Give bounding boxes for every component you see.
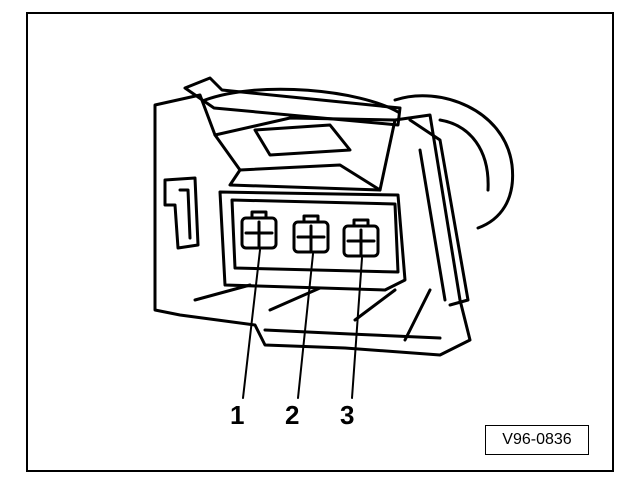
leader-line-3 xyxy=(351,257,363,399)
housing-top-face xyxy=(213,118,397,192)
pin-terminal-2 xyxy=(292,214,330,254)
pin-label-2: 2 xyxy=(285,400,300,430)
right-wall-inner xyxy=(418,148,447,302)
pin-label-3: 3 xyxy=(340,400,355,430)
socket-recess xyxy=(218,190,407,292)
top-clip-curve xyxy=(203,87,400,114)
cable-boot xyxy=(393,94,515,230)
leader-line-1 xyxy=(242,249,261,399)
top-clip xyxy=(183,76,402,127)
socket-inner xyxy=(230,198,400,274)
connector-housing xyxy=(153,93,472,357)
figure-frame xyxy=(26,12,614,472)
left-latch-slot xyxy=(178,188,192,240)
housing-top-window xyxy=(253,123,352,157)
pin-terminal-3 xyxy=(342,218,380,258)
housing-top-ridge xyxy=(238,163,382,192)
leader-line-2 xyxy=(297,253,314,399)
housing-bottom-ledge xyxy=(263,328,442,340)
right-wall xyxy=(408,118,470,307)
housing-lower-ribs xyxy=(193,283,432,342)
pin-label-1: 1 xyxy=(230,400,245,430)
left-latch xyxy=(163,176,200,250)
reference-code: V96-0836 xyxy=(485,425,589,455)
pin-terminal-1 xyxy=(240,210,278,250)
cable-boot-inner xyxy=(438,118,490,192)
